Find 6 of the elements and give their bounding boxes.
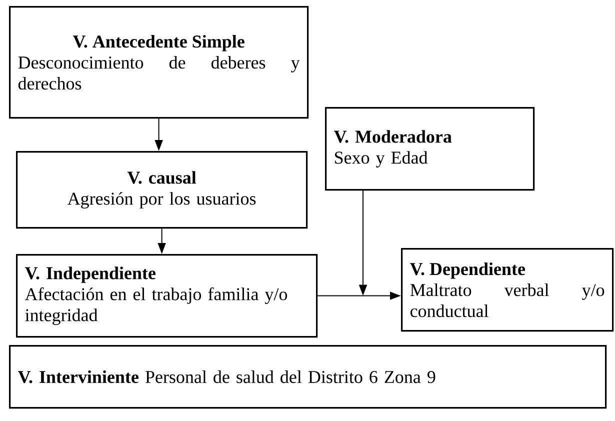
variable-box: V. Antecedente Simple Desconocimiento de deberes y derechos [9, 6, 309, 119]
variable-box: V. causal Agresión por los usuarios [16, 151, 308, 229]
variable-box: V. Dependiente Maltrato verbal y/o conductual [401, 248, 614, 332]
variable-box: V. Interviniente Personal de salud del Distrito 6 Zona 9 [9, 345, 607, 409]
variable-box: V. Independiente Afectación en el trabajo familia y/o integridad [16, 254, 318, 338]
variable-box: V. Moderadora Sexo y Edad [325, 107, 535, 191]
